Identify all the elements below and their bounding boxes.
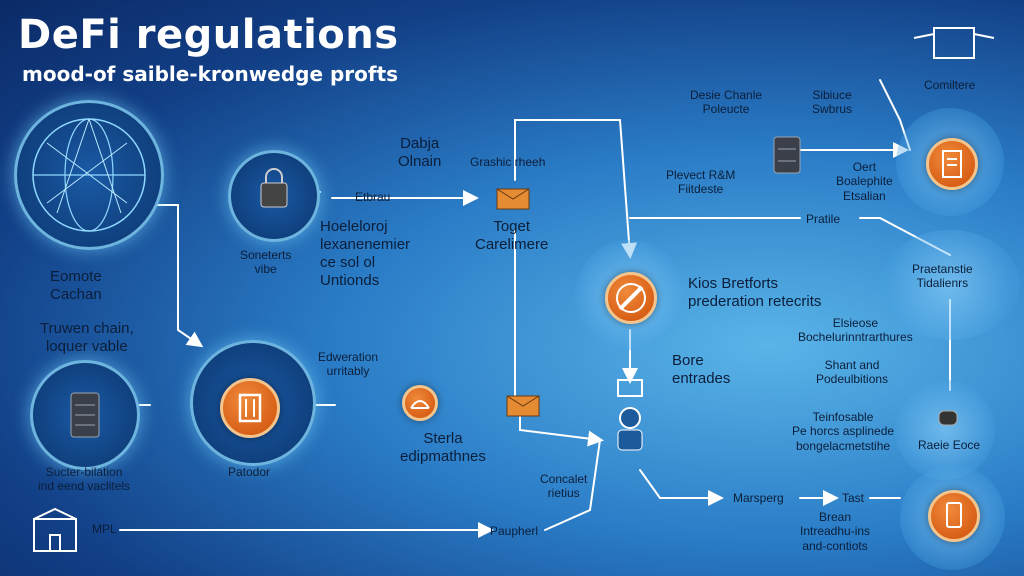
label-raeie: Raeie Eoce [918, 438, 981, 452]
connector-paupherl-up [544, 439, 601, 531]
right-top-orange[interactable] [926, 138, 978, 190]
label-desie: Desie Chanle Poleucte [690, 88, 763, 117]
label-truwen: Truwen chain, loquer vable [40, 320, 134, 355]
bridge-icon [410, 400, 430, 409]
token-icon [616, 283, 646, 313]
label-elsieose: Elsieose Bochelurinntrarthures [798, 316, 913, 345]
label-marsperg: Marsperg [733, 491, 784, 505]
right-bottom-orange[interactable] [928, 490, 980, 542]
label-bore: Bore entrades [672, 352, 731, 387]
connector-bottom-right [639, 469, 724, 506]
globe-network-icon [32, 118, 146, 232]
label-patodor: Patodor [228, 465, 271, 479]
bridge-node[interactable] [402, 385, 438, 421]
phone-icon [946, 502, 962, 528]
bank-building-icon [238, 393, 262, 423]
kios-orange[interactable] [605, 272, 657, 324]
label-tast: Tast [842, 491, 865, 505]
label-comiltere: Comiltere [924, 78, 976, 92]
lock-chip-icon [260, 168, 288, 208]
label-dabja: Dabja Olnain [398, 135, 442, 170]
right-lower-node[interactable] [895, 380, 995, 480]
top-right-robot-icon [912, 20, 996, 68]
label-toget: Toget Carelimere [475, 218, 549, 253]
label-plevect: Plevect R&M Fiitdeste [666, 168, 736, 197]
label-strela: Sterla edipmathnes [400, 430, 486, 465]
right-mid-node[interactable] [880, 230, 1020, 340]
building-icon [30, 505, 80, 555]
label-soneterts: Soneterts vibe [240, 248, 292, 277]
label-sucter: Sucter-bilation ind eend vaclitels [38, 465, 131, 494]
robot-agent-icon [935, 405, 961, 431]
connector-edweration [519, 409, 604, 447]
database-server-icon [70, 392, 100, 438]
label-edweration: Edweration urritably [318, 350, 379, 379]
label-concalet: Concalet rietius [540, 472, 588, 501]
wallet-icon-2 [505, 392, 541, 418]
label-praetanstie: Praetanstie Tidalienrs [912, 262, 973, 291]
label-eomote: Eomote Cachan [50, 268, 102, 303]
page-subtitle: mood-of saible-kronwedge profts [22, 62, 399, 86]
label-teinfosable: Teinfosable Pe horcs asplinede bongelacm… [792, 410, 895, 453]
label-mpl: MPL [92, 522, 117, 536]
connector-globe-to-center [149, 204, 204, 348]
label-shant: Shant and Podeulbitions [816, 358, 889, 387]
label-paupherl: Paupherl [490, 524, 539, 538]
globe-node[interactable] [14, 100, 164, 250]
server-node-left[interactable] [30, 360, 140, 470]
contract-document-icon [942, 150, 962, 178]
label-pratile: Pratile [806, 212, 841, 226]
label-oert: Oert Boalephite Etsalian [836, 160, 893, 203]
label-hoelo: Hoeleloroj lexanenemier ce sol ol Untion… [320, 218, 411, 289]
label-graphic: Grashic rheeh [470, 155, 546, 169]
lock-chip-node[interactable] [228, 150, 320, 242]
label-etbrau: Etbrau [355, 190, 391, 204]
label-sibiuce: Sibiuce Swbrus [812, 88, 853, 117]
page-title: DeFi regulations [18, 12, 399, 58]
server-rack-icon [772, 135, 802, 175]
central-hub-orange[interactable] [220, 378, 280, 438]
agent-figure-icon [612, 378, 648, 458]
wallet-icon [495, 185, 531, 211]
connector-top-loop [514, 119, 638, 259]
label-brean: Brean Intreadhu-ins and-contiots [800, 510, 871, 553]
label-kios: Kios Bretforts prederation retecrits [688, 275, 822, 310]
